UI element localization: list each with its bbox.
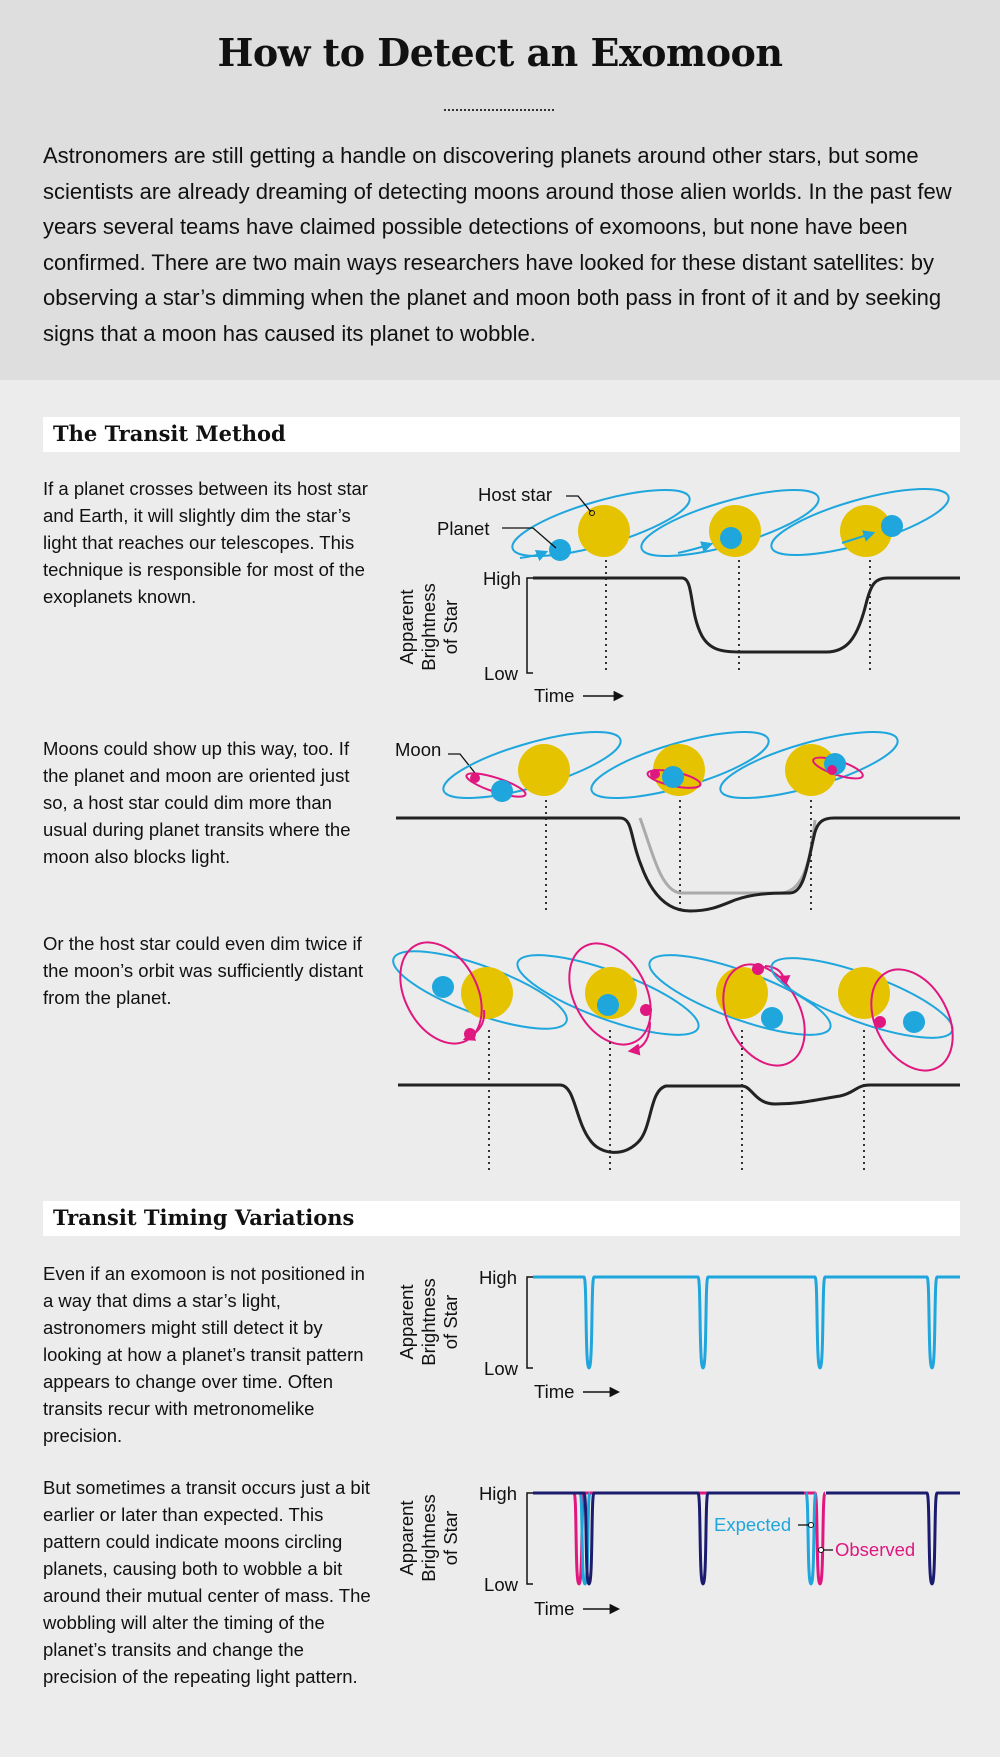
moon-m3 — [827, 765, 837, 775]
section-header-ttv: Transit Timing Variations — [43, 1201, 960, 1236]
transit-paragraph-1: If a planet crosses between its host sta… — [43, 478, 368, 607]
host-star-d1 — [461, 967, 513, 1019]
ttv-y-title-2-line-1: Apparent — [396, 1500, 417, 1575]
observed-pointer — [818, 1547, 824, 1553]
low-label: Low — [484, 663, 519, 684]
transit-paragraph-2: Moons could show up this way, too. If th… — [43, 738, 351, 867]
ttv-low-label-2: Low — [484, 1574, 519, 1595]
ttv-high-label-1: High — [479, 1267, 517, 1288]
moon-leader — [448, 753, 476, 774]
distant-moon-system-2 — [516, 942, 700, 1056]
ttv-y-title-1-line-2: Brightness — [418, 1278, 439, 1365]
planet-d1 — [432, 976, 454, 998]
planet-d3 — [761, 1007, 783, 1029]
ttv-time-label-1: Time — [534, 1381, 574, 1402]
distant-moon-system-3 — [648, 954, 832, 1067]
transit-system-3 — [770, 487, 950, 557]
ttv-paragraph-2: But sometimes a transit occurs just a bi… — [43, 1477, 371, 1687]
header-panel: How to Detect an Exomoon Astronomers are… — [0, 0, 1000, 380]
moon-m2 — [650, 769, 660, 779]
planet-2 — [720, 527, 742, 549]
timing-variation-diagram: High Low Apparent Brightness of Star Tim… — [396, 1483, 960, 1619]
planet-only-curve — [638, 817, 817, 895]
transit-system-2 — [640, 488, 820, 558]
moon-system-1 — [442, 730, 622, 802]
host-star-leader — [566, 495, 592, 513]
ttv-y-title-2-line-3: of Star — [440, 1511, 461, 1566]
planet-leader — [502, 527, 557, 549]
expected-transit-curve — [578, 1491, 818, 1586]
host-star-m1 — [518, 744, 570, 796]
moon-d3 — [752, 963, 764, 975]
moon-orbit-d3 — [722, 963, 806, 1067]
planet-transit-diagram: Host star Planet High Low Apparent Brigh… — [396, 484, 960, 706]
section-title-transit: The Transit Method — [53, 421, 286, 446]
moon-orbit-d2 — [568, 942, 652, 1046]
ttv-y-axis-1 — [526, 1276, 533, 1369]
expected-pointer — [808, 1522, 814, 1528]
ttv-transit-curve — [533, 1491, 960, 1586]
ttv-y-title-1-line-1: Apparent — [396, 1284, 417, 1359]
ttv-y-title-1-line-3: of Star — [440, 1295, 461, 1350]
y-axis-title-line-2: Brightness — [418, 583, 439, 670]
transit-system-1 — [511, 488, 691, 562]
moon-system-3 — [719, 730, 899, 800]
section-title-ttv: Transit Timing Variations — [53, 1205, 355, 1230]
transit-paragraph-3: Or the host star could even dim twice if… — [43, 933, 364, 1008]
moon-transit-diagram: Moon — [395, 730, 960, 913]
light-curve-planet — [533, 576, 960, 654]
y-axis-title-line-1: Apparent — [396, 589, 417, 664]
host-star-d3 — [716, 967, 768, 1019]
moon-m1 — [470, 773, 480, 783]
planet-d4 — [903, 1011, 925, 1033]
ttv-paragraph-1: Even if an exomoon is not positioned in … — [43, 1263, 365, 1446]
observed-transit-curve — [533, 1491, 827, 1586]
section-header-transit: The Transit Method — [43, 417, 960, 452]
page-title: How to Detect an Exomoon — [217, 30, 783, 75]
observed-label: Observed — [835, 1539, 915, 1560]
planet-m1 — [491, 780, 513, 802]
intro-paragraph: Astronomers are still getting a handle o… — [43, 143, 952, 346]
time-label: Time — [534, 685, 574, 706]
distant-moon-system-4 — [770, 957, 954, 1072]
ttv-y-axis-2 — [526, 1492, 533, 1585]
high-label: High — [483, 568, 521, 589]
ttv-low-label-1: Low — [484, 1358, 519, 1379]
moon-orbit-d4 — [870, 968, 954, 1072]
host-star-label: Host star — [478, 484, 552, 505]
double-dip-diagram — [392, 941, 960, 1172]
ttv-y-title-2-line-2: Brightness — [418, 1494, 439, 1581]
light-curve-double-dip — [398, 1083, 960, 1154]
light-curve-planet-moon — [396, 816, 960, 913]
regular-transit-curve — [533, 1275, 960, 1370]
moon-system-2 — [590, 730, 770, 800]
ttv-time-label-2: Time — [534, 1598, 574, 1619]
planet-label: Planet — [437, 518, 489, 539]
moon-d4 — [874, 1016, 886, 1028]
planet-1 — [549, 539, 571, 561]
title-divider — [444, 109, 554, 111]
y-axis — [526, 577, 533, 674]
moon-d2 — [640, 1004, 652, 1016]
moon-label: Moon — [395, 739, 441, 760]
planet-3 — [881, 515, 903, 537]
y-axis-title-line-3: of Star — [440, 600, 461, 655]
planet-d2 — [597, 994, 619, 1016]
regular-transit-diagram: High Low Apparent Brightness of Star Tim… — [396, 1267, 960, 1402]
host-star-1 — [578, 505, 630, 557]
distant-moon-system-1 — [392, 941, 568, 1045]
ttv-high-label-2: High — [479, 1483, 517, 1504]
expected-label: Expected — [714, 1514, 791, 1535]
planet-m2 — [662, 766, 684, 788]
